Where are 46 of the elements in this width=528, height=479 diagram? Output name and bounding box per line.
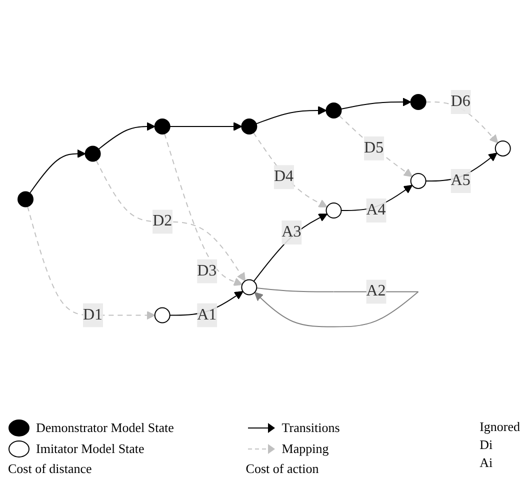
edge-label: A2 <box>366 282 386 300</box>
node-circle <box>17 191 34 208</box>
note-text: Ignored <box>480 419 520 435</box>
edge-label: A5 <box>450 172 470 189</box>
arrow <box>164 133 242 286</box>
node-circle <box>326 202 342 218</box>
arrow <box>340 97 412 110</box>
arrow <box>253 213 328 282</box>
node-circle <box>241 118 257 134</box>
node-circle <box>326 102 342 118</box>
legend-text: Mapping <box>282 441 329 457</box>
node-circle <box>154 118 170 134</box>
note-text: Di <box>480 437 494 453</box>
edge-label: D3 <box>196 262 216 280</box>
node-circle <box>410 172 426 189</box>
edge-label: D2 <box>152 212 172 230</box>
arrow <box>96 160 246 282</box>
edge-label: D4 <box>274 168 294 186</box>
edge-label: A1 <box>196 306 216 324</box>
note-text: Ai <box>480 455 494 471</box>
node-circle <box>410 94 426 110</box>
arrow <box>98 122 156 150</box>
edge-label: D6 <box>450 92 470 110</box>
legend-text: Cost of distance <box>8 461 92 477</box>
arrow <box>256 106 326 124</box>
arrow <box>29 149 86 194</box>
node-circle <box>154 307 170 324</box>
arrow <box>425 101 498 144</box>
edge-label: D5 <box>364 139 384 156</box>
legend-text: Demonstrator Model State <box>36 420 174 436</box>
arrow <box>26 206 156 320</box>
arrow <box>252 132 328 208</box>
arrow <box>425 152 498 182</box>
legend-text: Cost of action <box>246 461 319 477</box>
legend-text: Transitions <box>282 420 340 436</box>
legend-text: Imitator Model State <box>36 441 144 457</box>
edge-label: A4 <box>366 201 386 218</box>
edge-label: D1 <box>82 306 102 324</box>
node-circle <box>84 146 101 162</box>
arrow <box>169 290 244 316</box>
node-circle <box>241 279 257 296</box>
edge-label: A3 <box>282 223 302 240</box>
arrow <box>340 184 412 211</box>
node-circle <box>494 140 511 156</box>
arrow <box>169 122 242 131</box>
arrow <box>338 115 412 177</box>
